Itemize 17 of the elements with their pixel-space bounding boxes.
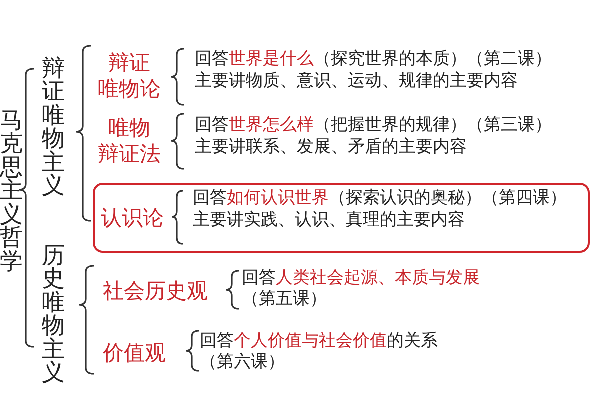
description-text: 主要讲实践、认识、真理的主要内容 — [193, 210, 465, 232]
vertical-heading: 辩证唯物主义 — [42, 58, 65, 199]
topic-title: 辩证唯物论 — [98, 50, 162, 102]
description-text: 回答世界是什么（探究世界的本质）（第二课） — [195, 49, 552, 70]
topic-title: 唯物辩证法 — [98, 115, 162, 168]
topic-title: 认识论 — [101, 205, 164, 232]
topic-title: 社会历史观 — [103, 278, 208, 304]
vertical-heading: 历史唯物主义 — [42, 245, 65, 386]
vertical-heading: 马克思主义哲学 — [0, 110, 23, 274]
description-text: 回答个人价值与社会价值的关系（第六课） — [200, 331, 438, 374]
description-text: 主要讲物质、意识、运动、规律的主要内容 — [195, 71, 518, 92]
topic-title: 价值观 — [103, 340, 166, 366]
description-text: 回答人类社会起源、本质与发展（第五课） — [242, 268, 480, 310]
description-text: 回答世界怎么样（把握世界的规律）（第三课） — [195, 115, 552, 136]
description-text: 回答如何认识世界（探索认识的奥秘）（第四课） — [193, 188, 567, 210]
highlight-frame — [93, 183, 590, 253]
description-text: 主要讲联系、发展、矛盾的主要内容 — [195, 137, 467, 158]
